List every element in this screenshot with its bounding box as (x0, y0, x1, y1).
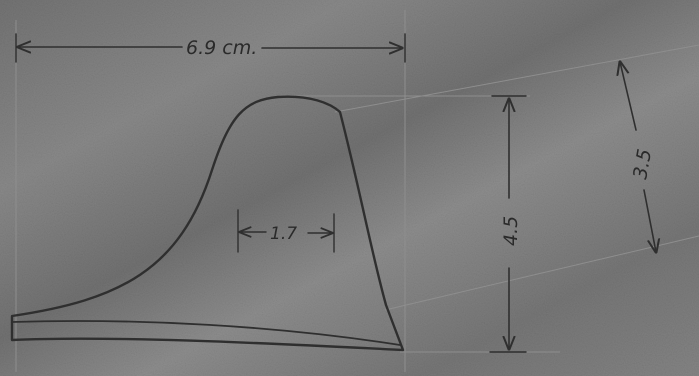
top-width-label: 1.7 (270, 224, 297, 244)
height-dimension (489, 95, 527, 353)
width-label: 6.9 cm. (186, 37, 257, 59)
height-label: 4.5 (500, 216, 522, 246)
pattern-outline (10, 95, 405, 352)
slant-dimension (620, 62, 656, 252)
width-dimension (15, 33, 406, 63)
construction-guides (15, 10, 699, 372)
top-width-dimension (237, 209, 335, 253)
pattern-baseline (11, 320, 401, 346)
slant-label: 3.5 (629, 147, 656, 181)
